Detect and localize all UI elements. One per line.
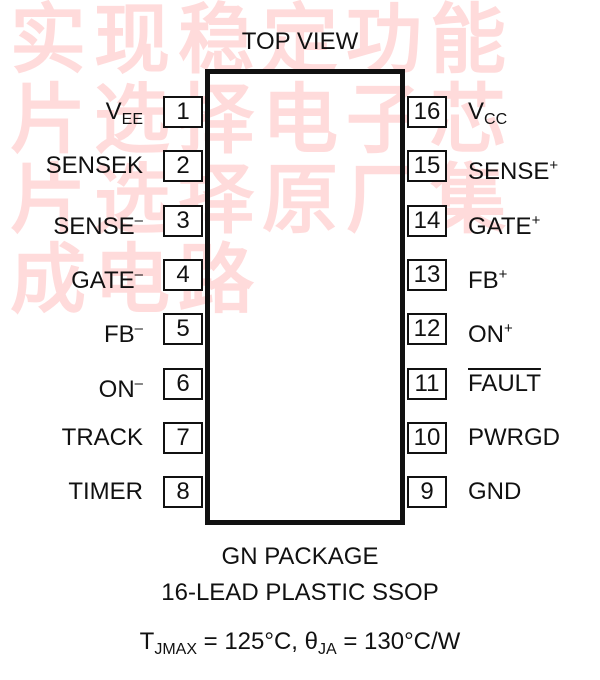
package-name: GN PACKAGE bbox=[221, 543, 379, 570]
pin-9-name: GND bbox=[468, 478, 522, 505]
pin-1-name: V bbox=[105, 98, 122, 125]
chip-body bbox=[205, 69, 405, 525]
pin-14-superscript: + bbox=[531, 212, 541, 229]
pin-3-superscript: – bbox=[134, 212, 143, 229]
pin-8-name: TIMER bbox=[68, 478, 143, 505]
pin-13-name: FB bbox=[468, 267, 499, 294]
theta-symbol: θ bbox=[304, 628, 319, 655]
pin-11-label: FAULT bbox=[468, 368, 541, 400]
pin-1-label: VEE bbox=[106, 96, 143, 128]
pin-14-number: 14 bbox=[407, 205, 447, 237]
pin-16-name: V bbox=[468, 98, 485, 125]
pin-7-name: TRACK bbox=[61, 424, 143, 451]
pin-15-superscript: + bbox=[549, 157, 559, 174]
pin-13-superscript: + bbox=[498, 266, 508, 283]
pin-8-label: TIMER bbox=[68, 476, 143, 508]
pin-10-number: 10 bbox=[407, 422, 447, 454]
pin-6-number: 6 bbox=[163, 368, 203, 400]
pin-8-number: 8 bbox=[163, 476, 203, 508]
tjmax-symbol: T bbox=[139, 628, 155, 655]
pin-5-name: FB bbox=[103, 321, 135, 348]
pin-6-label: ON– bbox=[98, 368, 143, 403]
pin-1-number: 1 bbox=[163, 96, 203, 128]
pin-4-number: 4 bbox=[163, 259, 203, 291]
pin-2-label: SENSEK bbox=[46, 150, 143, 182]
pin-14-label: GATE+ bbox=[468, 205, 541, 240]
tjmax-subscript: JMAX bbox=[154, 641, 197, 658]
pin-12-label: ON+ bbox=[468, 313, 513, 348]
pin-12-superscript: + bbox=[504, 320, 513, 337]
pin-15-label: SENSE+ bbox=[468, 150, 559, 185]
pin-3-number: 3 bbox=[163, 205, 203, 237]
pin-12-name: ON bbox=[468, 321, 504, 348]
pin-5-label: FB– bbox=[103, 313, 143, 348]
theta-subscript: JA bbox=[318, 641, 337, 658]
pin-3-name: SENSE bbox=[53, 213, 135, 240]
thermal-spec: TJMAX = 125°C, θJA = 130°C/W bbox=[0, 628, 600, 659]
pin-4-name: GATE bbox=[71, 267, 135, 294]
pin-6-superscript: – bbox=[134, 375, 143, 392]
pin-3-label: SENSE– bbox=[53, 205, 143, 240]
pin-7-label: TRACK bbox=[62, 422, 143, 454]
theta-value: = 130°C/W bbox=[336, 628, 461, 655]
pin-11-number: 11 bbox=[407, 368, 447, 400]
pin-9-number: 9 bbox=[407, 476, 447, 508]
pin-15-number: 15 bbox=[407, 150, 447, 182]
pin-16-number: 16 bbox=[407, 96, 447, 128]
pin-11-name: FAULT bbox=[468, 370, 541, 397]
tjmax-value: = 125°C, bbox=[196, 628, 305, 655]
diagram-title: TOP VIEW bbox=[241, 28, 359, 55]
pin-16-subscript: CC bbox=[484, 111, 508, 128]
pin-6-name: ON bbox=[98, 376, 135, 403]
pin-10-name: PWRGD bbox=[468, 424, 560, 451]
pin-12-number: 12 bbox=[407, 313, 447, 345]
pin-7-number: 7 bbox=[163, 422, 203, 454]
pin-14-name: GATE bbox=[468, 213, 532, 240]
pin-10-label: PWRGD bbox=[468, 422, 560, 454]
pin-4-label: GATE– bbox=[71, 259, 143, 294]
pin-1-subscript: EE bbox=[121, 111, 143, 128]
pin-2-name: SENSEK bbox=[45, 152, 143, 179]
pin-13-number: 13 bbox=[407, 259, 447, 291]
package-type: 16-LEAD PLASTIC SSOP bbox=[161, 579, 439, 606]
pin-2-number: 2 bbox=[163, 150, 203, 182]
pin-9-label: GND bbox=[468, 476, 521, 508]
pin-16-label: VCC bbox=[468, 96, 507, 128]
pin-4-superscript: – bbox=[134, 266, 143, 283]
pin-13-label: FB+ bbox=[468, 259, 508, 294]
pin-15-name: SENSE bbox=[468, 158, 550, 185]
pin-5-superscript: – bbox=[134, 320, 143, 337]
pin-5-number: 5 bbox=[163, 313, 203, 345]
